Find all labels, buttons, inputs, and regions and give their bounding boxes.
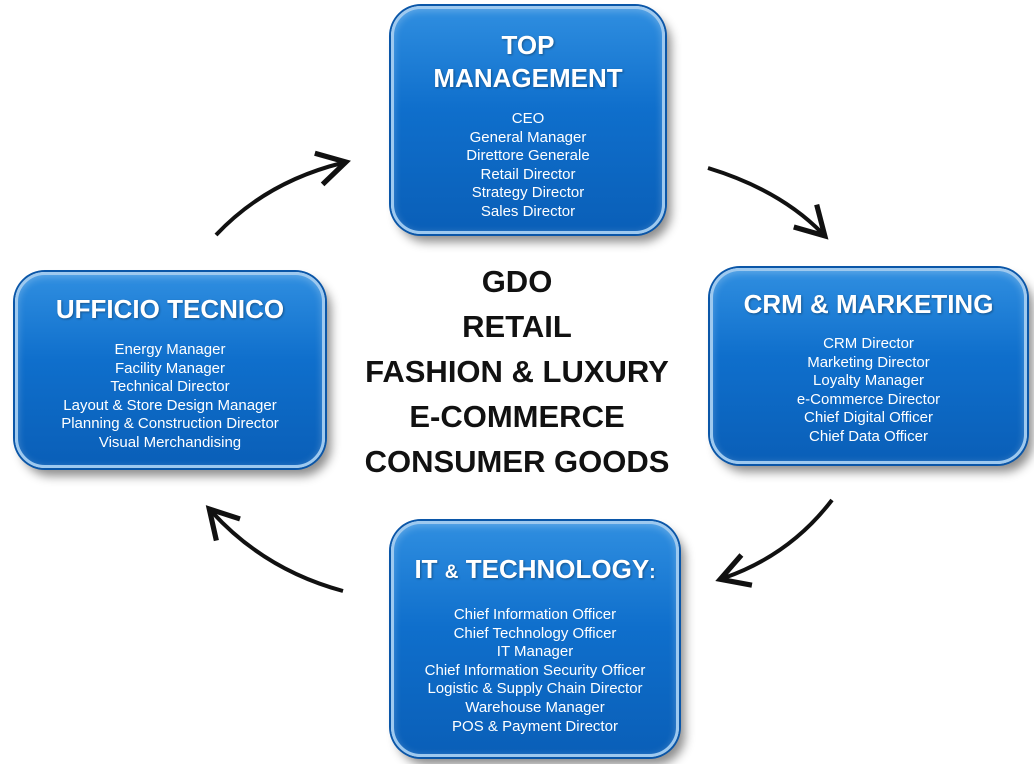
- top-management-title-line1: TOP: [501, 30, 555, 60]
- sector-item: FASHION & LUXURY: [365, 354, 669, 389]
- crm-marketing-box: CRM & MARKETING CRM Director Marketing D…: [710, 268, 1027, 464]
- it-technology-title-amp: &: [444, 562, 459, 583]
- role-item: CRM Director: [823, 335, 914, 352]
- role-item: CEO: [511, 110, 545, 127]
- role-item: Chief Technology Officer: [453, 624, 617, 642]
- ufficio-tecnico-box: UFFICIO TECNICO Energy Manager Facility …: [15, 272, 325, 468]
- role-item: Sales Director: [480, 202, 576, 220]
- role-item: Facility Manager: [114, 359, 226, 377]
- it-technology-box: IT & TECHNOLOGY: Chief Information Offic…: [391, 521, 679, 757]
- role-item: Chief Data Officer: [809, 427, 928, 445]
- role-item: Energy Manager: [114, 341, 226, 358]
- sector-item: E-COMMERCE: [409, 399, 625, 434]
- role-item: Strategy Director: [471, 184, 585, 202]
- top-management-title-line2: MANAGEMENT: [433, 63, 623, 93]
- role-item: IT Manager: [496, 643, 574, 661]
- role-item: Chief Information Security Officer: [424, 661, 646, 679]
- arrow-top-to-crm: [707, 166, 829, 240]
- role-item: Visual Merchandising: [98, 433, 242, 451]
- role-item: Layout & Store Design Manager: [63, 396, 277, 414]
- role-item: Planning & Construction Director: [61, 415, 279, 433]
- role-item: Chief Digital Officer: [804, 409, 933, 427]
- role-item: General Manager: [469, 128, 587, 146]
- role-item: Technical Director: [110, 378, 230, 396]
- arrow-ufficio-to-top: [214, 150, 351, 237]
- it-technology-title-part2: TECHNOLOGY: [458, 554, 650, 584]
- role-item: Chief Information Officer: [453, 606, 617, 623]
- sector-item: GDO: [481, 264, 553, 299]
- it-technology-title-colon: :: [649, 562, 656, 583]
- role-item: e-Commerce Director: [796, 390, 941, 408]
- ufficio-tecnico-title: UFFICIO TECNICO: [55, 294, 285, 324]
- role-item: Loyalty Manager: [813, 372, 924, 390]
- it-technology-roles: Chief Information Officer Chief Technolo…: [394, 606, 676, 736]
- role-item: Marketing Director: [807, 353, 930, 371]
- ufficio-tecnico-roles: Energy Manager Facility Manager Technica…: [18, 341, 322, 453]
- sector-list: GDO RETAIL FASHION & LUXURY E-COMMERCE C…: [350, 259, 684, 484]
- sector-item: RETAIL: [462, 309, 572, 344]
- it-technology-title: IT & TECHNOLOGY:: [394, 553, 676, 589]
- role-item: POS & Payment Director: [452, 717, 618, 735]
- top-management-roles: CEO General Manager Direttore Generale R…: [394, 110, 662, 222]
- it-technology-title-part1: IT: [414, 554, 445, 584]
- role-item: Warehouse Manager: [465, 698, 605, 716]
- role-item: Logistic & Supply Chain Director: [427, 680, 643, 698]
- crm-marketing-title: CRM & MARKETING: [743, 289, 994, 319]
- top-management-box: TOP MANAGEMENT CEO General Manager Diret…: [391, 6, 665, 234]
- role-item: Retail Director: [480, 165, 576, 183]
- sector-item: CONSUMER GOODS: [364, 444, 670, 479]
- crm-marketing-roles: CRM Director Marketing Director Loyalty …: [713, 335, 1024, 447]
- role-item: Direttore Generale: [466, 147, 590, 165]
- top-management-title: TOP MANAGEMENT: [394, 29, 662, 95]
- arrow-crm-to-it: [715, 498, 834, 588]
- arrow-it-to-ufficio: [205, 505, 344, 593]
